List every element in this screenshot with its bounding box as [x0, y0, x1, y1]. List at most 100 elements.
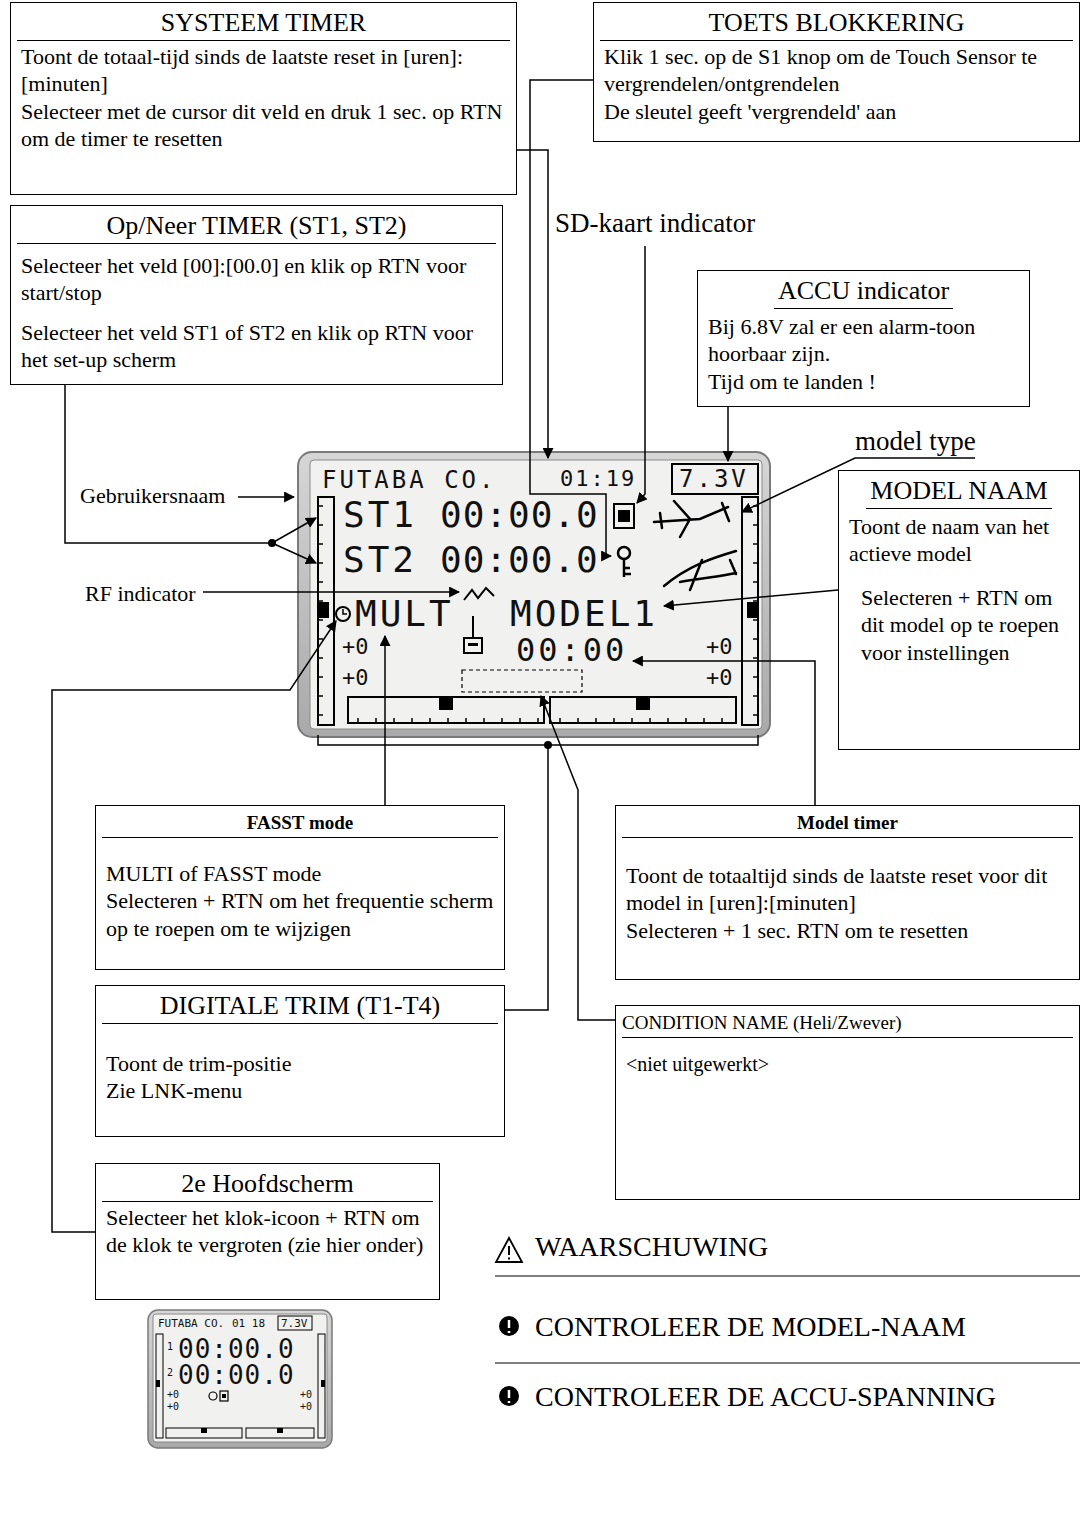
box-body: Selecteren + RTN om dit model op te roep…: [861, 584, 1069, 667]
trim-tick: [429, 718, 431, 723]
leader-line: [541, 696, 615, 1020]
callout-box: MODEL NAAMToont de naam van het actieve …: [838, 470, 1080, 750]
trim-bar: [156, 1334, 163, 1438]
warning-icon: [496, 1238, 522, 1262]
callout-box: Op/Neer TIMER (ST1, ST2) Selecteer het ve…: [10, 205, 503, 385]
trim-tick: [577, 718, 579, 723]
box-heading: Op/Neer TIMER (ST1, ST2): [17, 209, 496, 244]
note-icon: [499, 1316, 519, 1336]
trim-tick: [318, 695, 323, 697]
box-body: Selecteer het veld [00]:[00.0] en klik o…: [21, 252, 492, 307]
callout-box: FASST modeMULTI of FASST modeSelecteren …: [95, 805, 505, 970]
trim-tick: [318, 505, 323, 507]
callout-label: model type: [855, 428, 976, 455]
box-body: Selecteer het veld ST1 of ST2 en klik op…: [21, 319, 492, 374]
box-heading: MODEL NAAM: [866, 474, 1051, 509]
box-body: Bij 6.8V zal er een alarm-toon hoorbaar …: [708, 313, 1019, 368]
box-body: Zie LNK-menu: [106, 1077, 494, 1105]
warning-icon: [508, 1246, 510, 1260]
lcd-text: +0: [167, 1390, 179, 1400]
lcd-text: 00:00.0: [440, 497, 599, 533]
trim-tick: [649, 718, 651, 723]
clock-icon: [209, 1392, 217, 1400]
lcd-text: +0: [706, 636, 733, 658]
rf-icon: [472, 616, 474, 638]
box-heading: Model timer: [622, 809, 1073, 838]
trim-tick: [753, 600, 758, 602]
battery-frame: [278, 1316, 312, 1330]
clock-icon: [343, 609, 347, 614]
trim-bar: [246, 1428, 314, 1438]
box-heading: CONDITION NAME (Heli/Zwever): [622, 1009, 1073, 1038]
sd-icon: [222, 1394, 226, 1398]
lcd-text: FUTABA CO.: [158, 1318, 224, 1329]
box-body: Selecteer het klok-icoon + RTN om de klo…: [106, 1204, 429, 1259]
trim-tick: [703, 718, 705, 723]
trim-marker: [319, 602, 329, 618]
box-body: MULTI of FASST mode: [106, 860, 494, 888]
lcd-bezel: [148, 1310, 332, 1448]
leader-line: [384, 636, 386, 805]
warning-text: WAARSCHUWING: [535, 1233, 768, 1261]
trim-tick: [753, 695, 758, 697]
callout-box: 2e HoofdschermSelecteer het klok-icoon +…: [95, 1163, 440, 1300]
callout-label: Gebruikersnaam: [80, 485, 225, 507]
trim-tick: [559, 718, 561, 723]
lcd-text: ST2: [343, 542, 417, 578]
lcd-text: 7.3V: [281, 1318, 308, 1329]
trim-bar: [550, 697, 736, 723]
junction-dot: [544, 741, 552, 749]
trim-tick: [753, 619, 758, 621]
leader-line: [65, 378, 272, 543]
callout-label: SD-kaart indicator: [555, 210, 755, 237]
trim-tick: [667, 718, 669, 723]
trim-tick: [393, 718, 395, 723]
trim-tick: [753, 581, 758, 583]
callout-box: DIGITALE TRIM (T1-T4) Toont de trim-posit…: [95, 985, 505, 1137]
leader-line: [637, 246, 645, 503]
box-body: Toont de trim-positie: [106, 1050, 494, 1078]
callout-box: ACCU indicatorBij 6.8V zal er een alarm-…: [697, 270, 1030, 407]
box-heading: DIGITALE TRIM (T1-T4): [102, 989, 498, 1024]
lcd-text: +0: [300, 1402, 312, 1412]
note-icon: [508, 1320, 511, 1333]
trim-tick: [411, 718, 413, 723]
lcd-text: +0: [342, 667, 369, 689]
trim-tick: [318, 657, 323, 659]
box-body: Toont de totaaltijd sinds de laatste res…: [626, 862, 1069, 917]
box-heading: ACCU indicator: [774, 274, 953, 309]
trim-tick: [753, 676, 758, 678]
trim-tick: [447, 718, 449, 723]
callout-box: Model timerToont de totaaltijd sinds de …: [615, 805, 1080, 980]
lcd-text: 7.3V: [679, 467, 749, 491]
key-icon: [624, 559, 631, 577]
lcd-text: 01:19: [560, 468, 636, 490]
trim-tick: [318, 600, 323, 602]
trim-tick: [318, 524, 323, 526]
warning-block: [495, 1238, 1080, 1406]
trim-marker: [156, 1380, 160, 1387]
trim-bar: [318, 497, 334, 725]
box-heading: FASST mode: [102, 809, 498, 838]
warning-text: CONTROLEER DE ACCU-SPANNING: [535, 1383, 996, 1411]
trim-marker: [439, 698, 453, 710]
callout-label: RF indicator: [85, 583, 196, 605]
trim-tick: [721, 718, 723, 723]
trim-tick: [631, 718, 633, 723]
callout-box: CONDITION NAME (Heli/Zwever)<niet uitgew…: [615, 1005, 1080, 1200]
lcd-text: +0: [706, 667, 733, 689]
lcd-text: 1: [167, 1342, 173, 1352]
note-icon: [508, 1390, 511, 1403]
box-heading: 2e Hoofdscherm: [102, 1167, 433, 1202]
airplane-icon: [654, 501, 729, 537]
box-body: Selecteren + 1 sec. RTN om te resetten: [626, 917, 1069, 945]
lcd-screen-small: [148, 1310, 332, 1448]
leader-line: [505, 745, 548, 1010]
trim-tick: [685, 718, 687, 723]
trim-bar: [318, 1334, 325, 1438]
trim-tick: [318, 676, 323, 678]
box-body: Selecteer met de cursor dit veld en druk…: [21, 98, 506, 153]
trim-marker: [747, 602, 757, 618]
key-icon: [618, 547, 630, 559]
